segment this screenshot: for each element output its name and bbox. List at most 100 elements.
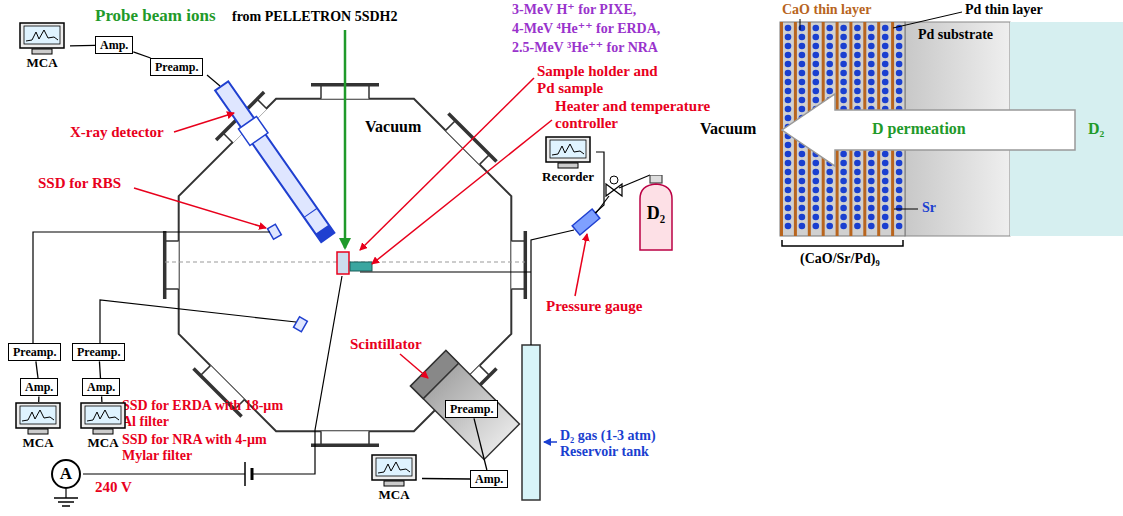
computer-node: MCA [366,454,422,502]
drawing-circle [868,61,875,68]
drawing-circle [799,43,806,50]
drawing-circle [799,178,806,185]
drawing-circle [882,160,889,167]
drawing-circle [854,223,861,230]
drawing-circle [785,142,792,149]
drawing-circle [799,196,806,203]
module-box: Amp. [95,36,133,54]
text-label: SSD for RBS [38,175,121,192]
drawing-circle [826,187,833,194]
module-box: Preamp. [72,343,125,361]
drawing-line [894,209,918,210]
drawing-polyline [595,152,604,213]
text-label: D₂ gas (1-3 atm) Reservoir tank [560,428,690,459]
drawing-rect [350,262,372,271]
drawing-line [65,489,66,498]
drawing-circle [826,43,833,50]
drawing-circle [813,223,820,230]
drawing-circle [799,79,806,86]
node-text: Recorder [540,170,596,184]
drawing-circle [799,187,806,194]
drawing-circle [854,214,861,221]
drawing-circle [868,79,875,86]
text-label: SSD for NRA with 4-µm Mylar filter [122,432,287,463]
drawing-circle [813,97,820,104]
text-label: 240 V [95,479,132,496]
drawing-polyline [378,462,410,473]
computer-node: Recorder [540,136,596,184]
drawing-line [163,231,167,299]
drawing-rect [238,116,267,145]
node-text: Amp. [475,472,503,486]
drawing-polyline [165,241,179,289]
drawing-circle [896,97,903,104]
node-text: MCA [75,436,131,450]
drawing-polyline [321,431,369,445]
drawing-circle [785,34,792,41]
drawing-polyline [552,144,584,155]
drawing-circle [785,61,792,68]
drawing-circle [813,205,820,212]
drawing-circle [840,160,847,167]
drawing-circle [868,97,875,104]
drawing-circle [882,223,889,230]
text-label: Sample holder and Pd sample [537,63,677,97]
node-text: Amp. [87,380,115,394]
drawing-circle [799,61,806,68]
drawing-circle [868,52,875,59]
drawing-line [619,175,650,188]
drawing-circle [896,205,903,212]
text-label: Pressure gauge [546,298,643,315]
drawing-line [244,462,246,486]
text-label: (CaO/Sr/Pd)₉ [800,251,880,267]
drawing-circle [896,223,903,230]
drawing-circle [785,205,792,212]
drawing-circle [785,25,792,32]
drawing-circle [854,34,861,41]
text-label: 3-MeV H⁺ for PIXE, [512,2,636,18]
drawing-path [606,184,622,196]
drawing-circle [785,88,792,95]
signal-wire [101,396,103,402]
drawing-circle [882,205,889,212]
drawing-circle [896,52,903,59]
computer-icon [75,402,131,436]
drawing-circle [826,205,833,212]
drawing-circle [854,88,861,95]
drawing-line [174,113,234,132]
drawing-circle [882,97,889,104]
drawing-circle [813,70,820,77]
drawing-circle [840,205,847,212]
drawing-circle [785,169,792,176]
drawing-circle [868,160,875,167]
drawing-line [400,354,428,378]
gas-bottle-node: D₂ [632,175,680,251]
text-label: D permeation [872,120,966,138]
drawing-circle [826,34,833,41]
drawing-line [311,444,379,448]
drawing-circle [854,178,861,185]
drawing-circle [882,43,889,50]
module-box: Preamp. [8,343,61,361]
drawing-circle [840,97,847,104]
drawing-circle [854,151,861,158]
drawing-rect [376,458,412,476]
text-label: Sr [922,200,936,216]
drawing-circle [854,196,861,203]
drawing-circle [799,223,806,230]
drawing-circle [882,25,889,32]
drawing-circle [868,223,875,230]
drawing-circle [799,88,806,95]
drawing-polyline [446,121,490,165]
drawing-line [304,208,317,217]
signal-wire [70,45,95,47]
drawing-rect [650,175,662,183]
drawing-circle [896,187,903,194]
drawing-circle [826,169,833,176]
text-label: D₂ [1088,120,1104,138]
node-text: A [60,464,72,484]
drawing-circle [785,223,792,230]
drawing-circle [840,52,847,59]
drawing-rect [81,403,125,428]
text-label: 4-MeV ⁴He⁺⁺ for ERDA, [512,21,660,37]
